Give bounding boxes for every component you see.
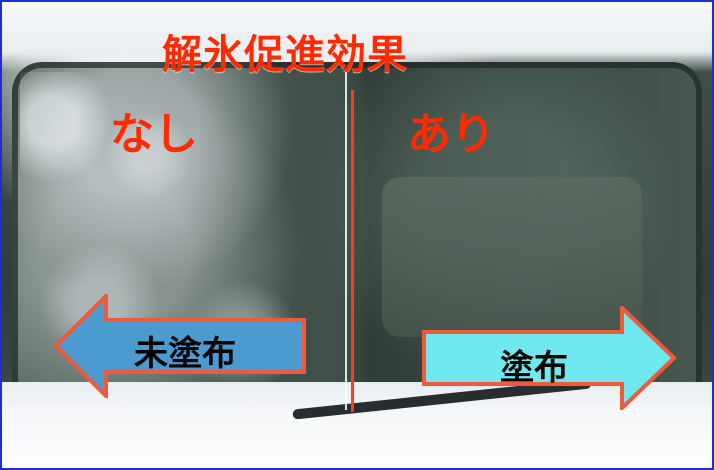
snow-on-roof (2, 2, 712, 72)
white-divider-line (345, 70, 347, 410)
title: 解氷促進効果 (162, 32, 408, 78)
car-seat (382, 177, 642, 337)
right-arrow (422, 306, 677, 410)
left-arrow-label: 未塗布 (134, 334, 236, 374)
label-ari: あり (407, 109, 495, 160)
left-arrow (54, 294, 306, 398)
red-divider-line (351, 90, 354, 412)
label-nashi: なし (110, 109, 198, 160)
right-arrow-label: 塗布 (500, 348, 568, 388)
snow-on-hood (2, 382, 712, 468)
